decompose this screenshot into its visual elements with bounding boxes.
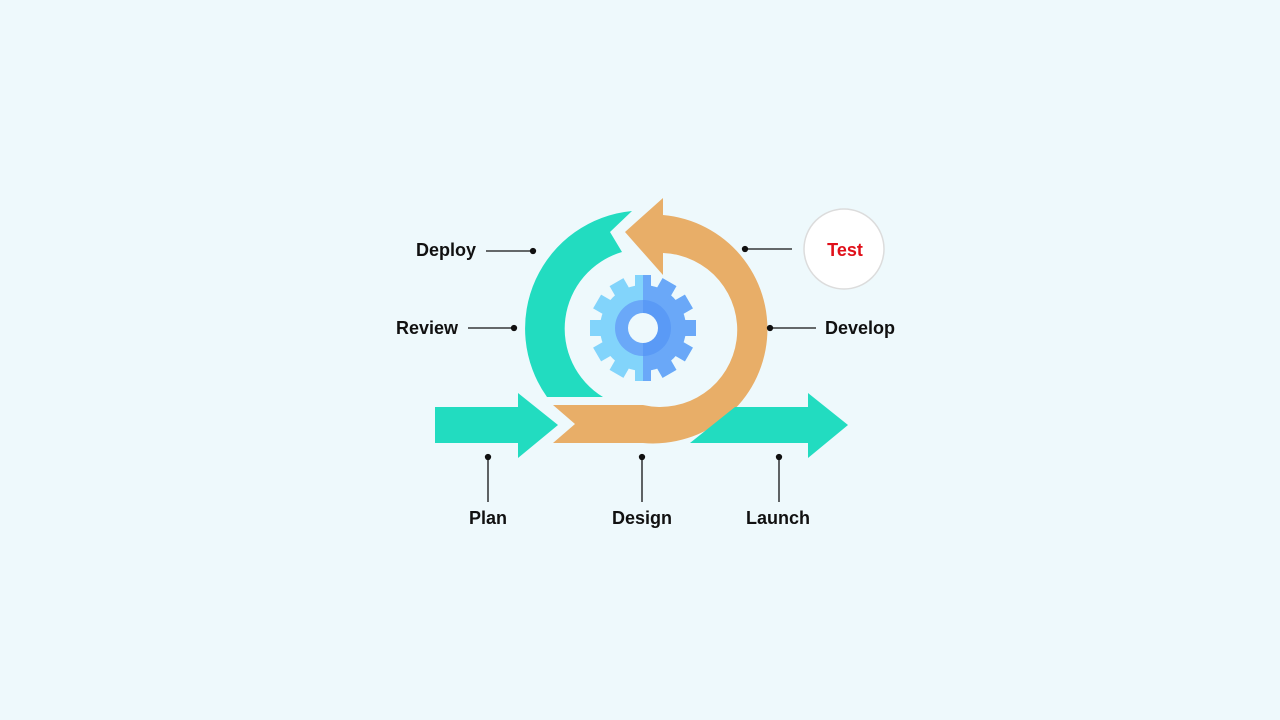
test-bubble <box>803 208 885 290</box>
label-design: Design <box>612 508 672 528</box>
label-deploy: Deploy <box>416 240 476 260</box>
label-launch: Launch <box>746 508 810 528</box>
label-develop: Develop <box>825 318 895 338</box>
label-review: Review <box>396 318 459 338</box>
label-test: Test <box>827 240 863 260</box>
orange-cycle-arrow <box>553 198 768 444</box>
connectors <box>468 245 816 502</box>
launch-arrow <box>690 393 848 458</box>
plan-arrow <box>435 393 558 458</box>
label-plan: Plan <box>469 508 507 528</box>
gear-icon <box>590 275 696 381</box>
teal-cycle-arrow <box>525 211 632 397</box>
